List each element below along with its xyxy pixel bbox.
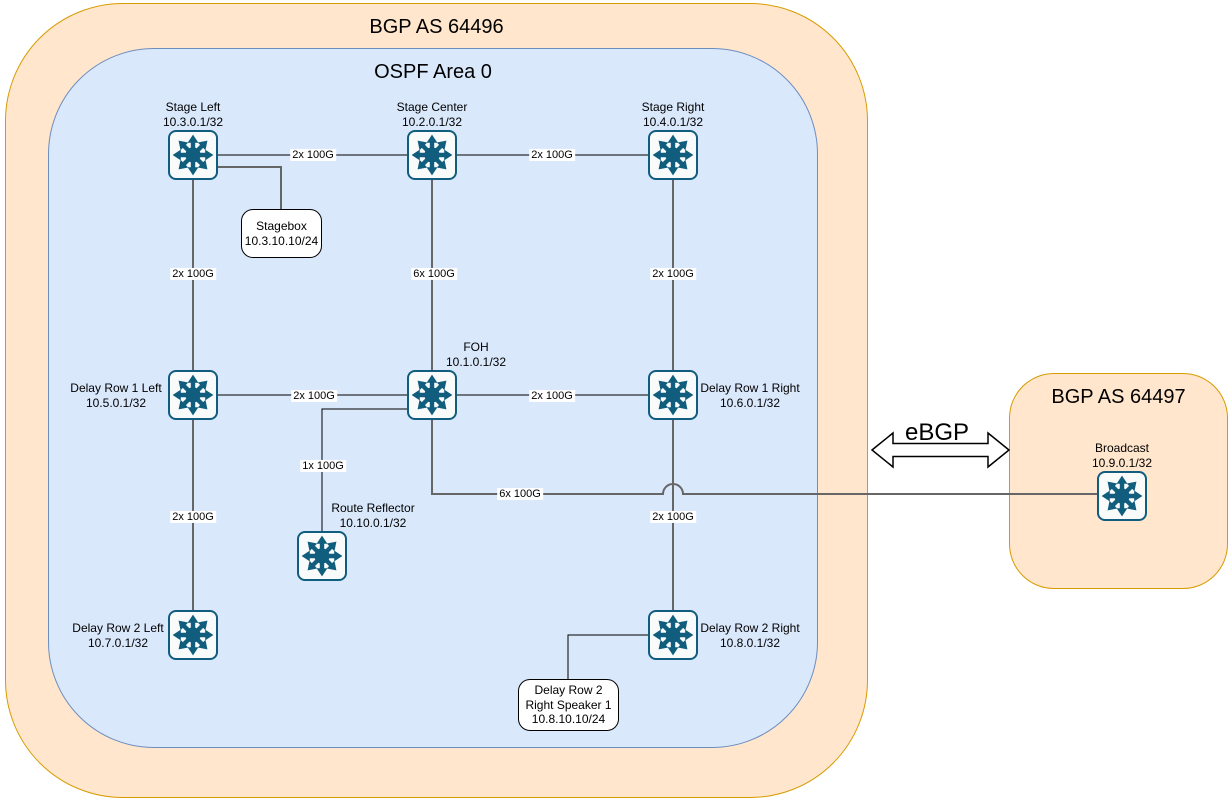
link-stage-left-stagebox — [218, 166, 282, 209]
node-label-delay-row-1-left: Delay Row 1 Left 10.5.0.1/32 — [70, 381, 162, 410]
node-label-delay-row-2-left: Delay Row 2 Left 10.7.0.1/32 — [72, 621, 164, 650]
router-node-delay-row-2-left — [168, 610, 218, 660]
router-node-delay-row-1-left — [168, 370, 218, 420]
host-label: Right Speaker 1 — [525, 697, 612, 712]
host-box-stagebox: Stagebox 10.3.10.10/24 — [241, 209, 322, 258]
host-label: Delay Row 2 — [534, 683, 603, 698]
link-label-delay-row-1-left-foh: 2x 100G — [291, 389, 337, 403]
router-icon — [168, 370, 218, 420]
host-ip: 10.8.10.10/24 — [531, 712, 606, 727]
router-node-stage-center — [407, 130, 457, 180]
router-icon — [648, 130, 698, 180]
router-icon — [297, 531, 347, 581]
router-icon — [168, 130, 218, 180]
node-label-broadcast: Broadcast 10.9.0.1/32 — [1091, 441, 1153, 470]
router-node-broadcast — [1097, 471, 1147, 521]
host-box-delay-row-2-right-speaker-1: Delay Row 2 Right Speaker 1 10.8.10.10/2… — [518, 679, 619, 731]
node-label-delay-row-2-right: Delay Row 2 Right 10.8.0.1/32 — [700, 621, 800, 650]
host-label: Stagebox — [256, 218, 307, 233]
router-node-route-reflector — [297, 531, 347, 581]
ebgp-double-arrow — [870, 431, 1011, 469]
link-foh-broadcast — [431, 420, 1097, 495]
node-label-foh: FOH 10.1.0.1/32 — [445, 340, 507, 369]
link-label-foh-broadcast: 6x 100G — [497, 487, 543, 501]
router-icon — [1097, 471, 1147, 521]
link-label-stage-left-stage-center: 2x 100G — [290, 148, 336, 162]
link-label-stage-center-foh: 6x 100G — [411, 267, 457, 281]
link-label-delay-row-1-right-delay-row-2-right: 2x 100G — [650, 510, 696, 524]
link-label-foh-delay-row-1-right: 2x 100G — [529, 389, 575, 403]
link-label-stage-left-delay-row-1-left: 2x 100G — [170, 267, 216, 281]
router-icon — [407, 130, 457, 180]
router-node-stage-right — [648, 130, 698, 180]
router-node-delay-row-2-right — [648, 610, 698, 660]
link-foh-route-reflector — [321, 408, 407, 531]
router-node-foh — [407, 370, 457, 420]
router-node-delay-row-1-right — [648, 370, 698, 420]
container-title-ospf-area-0: OSPF Area 0 — [374, 61, 492, 83]
link-label-stage-center-stage-right: 2x 100G — [529, 148, 575, 162]
router-node-stage-left — [168, 130, 218, 180]
node-label-stage-left: Stage Left 10.3.0.1/32 — [162, 100, 224, 129]
router-icon — [407, 370, 457, 420]
link-label-delay-row-1-left-delay-row-2-left: 2x 100G — [170, 510, 216, 524]
node-label-stage-center: Stage Center 10.2.0.1/32 — [396, 100, 468, 129]
container-title-bgp-as-64497: BGP AS 64497 — [1051, 386, 1186, 408]
node-label-stage-right: Stage Right 10.4.0.1/32 — [641, 100, 705, 129]
link-label-stage-right-delay-row-1-right: 2x 100G — [650, 267, 696, 281]
ebgp-label: eBGP — [904, 419, 970, 446]
node-label-route-reflector: Route Reflector 10.10.0.1/32 — [331, 501, 415, 530]
router-icon — [648, 370, 698, 420]
container-title-bgp-as-64496: BGP AS 64496 — [369, 16, 504, 38]
link-label-foh-route-reflector: 1x 100G — [300, 459, 346, 473]
router-icon — [648, 610, 698, 660]
router-icon — [168, 610, 218, 660]
node-label-delay-row-1-right: Delay Row 1 Right 10.6.0.1/32 — [700, 381, 800, 410]
link-delay-row-2-right-speaker — [567, 634, 648, 679]
host-ip: 10.3.10.10/24 — [244, 233, 319, 248]
